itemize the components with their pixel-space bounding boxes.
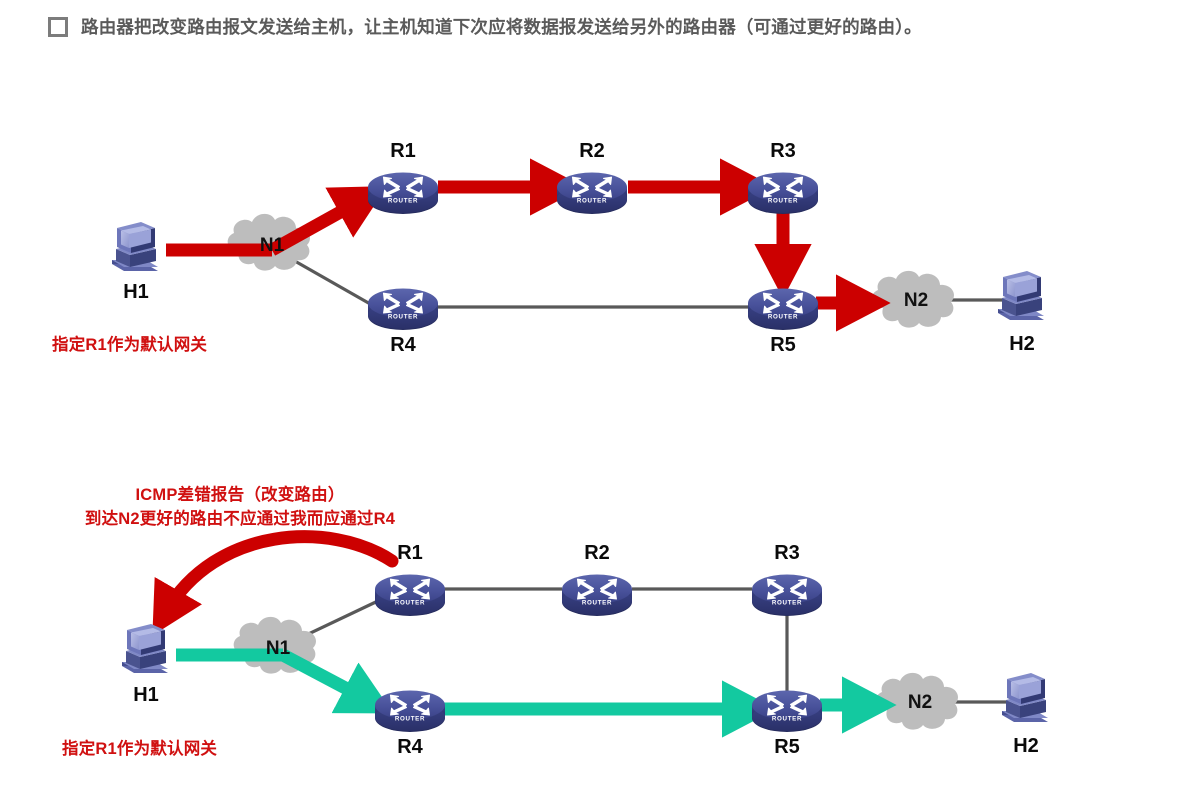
computer-host-icon-h1-bottom[interactable] <box>122 624 168 673</box>
teal-datagram-path-bottom <box>176 648 897 738</box>
router-icon-r5-top[interactable] <box>747 287 819 331</box>
router-icon-r2-top[interactable] <box>556 171 628 215</box>
cloud-label-n1-bottom: N1 <box>265 638 291 659</box>
router-icon-r1-bottom[interactable] <box>374 573 446 617</box>
node-label-h1-top: H1 <box>123 281 149 303</box>
gateway-note-top: 指定R1作为默认网关 <box>52 336 208 354</box>
link-n1-r4 <box>285 254 373 307</box>
node-label-h2-bottom: H2 <box>1013 735 1039 757</box>
node-label-r2-bottom: R2 <box>584 542 610 564</box>
icmp-note-line2: 到达N2更好的路由不应通过我而应通过R4 <box>84 510 396 528</box>
router-icon-r4-bottom[interactable] <box>374 689 446 733</box>
cloud-label-n1-top: N1 <box>259 235 285 256</box>
node-label-r4-bottom: R4 <box>397 736 423 758</box>
gray-links-bottom <box>299 587 1008 704</box>
node-label-r5-top: R5 <box>770 334 796 356</box>
router-icon-r1-top[interactable] <box>367 171 439 215</box>
icmp-note-line1: ICMP差错报告（改变路由） <box>135 486 345 504</box>
node-label-h1-bottom: H1 <box>133 684 159 706</box>
node-label-r3-bottom: R3 <box>774 542 800 564</box>
computer-host-icon-h2-top[interactable] <box>998 271 1044 320</box>
node-label-r4-top: R4 <box>390 334 416 356</box>
computer-host-icon-h1-top[interactable] <box>112 222 158 271</box>
gray-links-top <box>285 254 1004 309</box>
node-label-r1-bottom: R1 <box>397 542 423 564</box>
cloud-label-n2-bottom: N2 <box>907 692 933 713</box>
router-icon-r5-bottom[interactable] <box>751 689 823 733</box>
router-icon-r3-bottom[interactable] <box>751 573 823 617</box>
header-bullet: 路由器把改变路由报文发送给主机，让主机知道下次应将数据报发送给另外的路由器（可通… <box>48 14 922 39</box>
router-icon-r3-top[interactable] <box>747 171 819 215</box>
header-text: 路由器把改变路由报文发送给主机，让主机知道下次应将数据报发送给另外的路由器（可通… <box>81 17 922 37</box>
link-n1-r1 <box>299 598 381 640</box>
node-label-r3-top: R3 <box>770 140 796 162</box>
cloud-label-n2-top: N2 <box>903 290 929 311</box>
node-label-r5-bottom: R5 <box>774 736 800 758</box>
node-label-h2-top: H2 <box>1009 333 1035 355</box>
router-icon-r4-top[interactable] <box>367 287 439 331</box>
computer-host-icon-h2-bottom[interactable] <box>1002 673 1048 722</box>
node-label-r1-top: R1 <box>390 140 416 162</box>
node-label-r2-top: R2 <box>579 140 605 162</box>
checkbox-unchecked-icon[interactable] <box>48 16 68 37</box>
icmp-redirect-arrow <box>152 530 399 636</box>
gateway-note-bottom: 指定R1作为默认网关 <box>62 740 218 758</box>
router-icon-r2-bottom[interactable] <box>561 573 633 617</box>
